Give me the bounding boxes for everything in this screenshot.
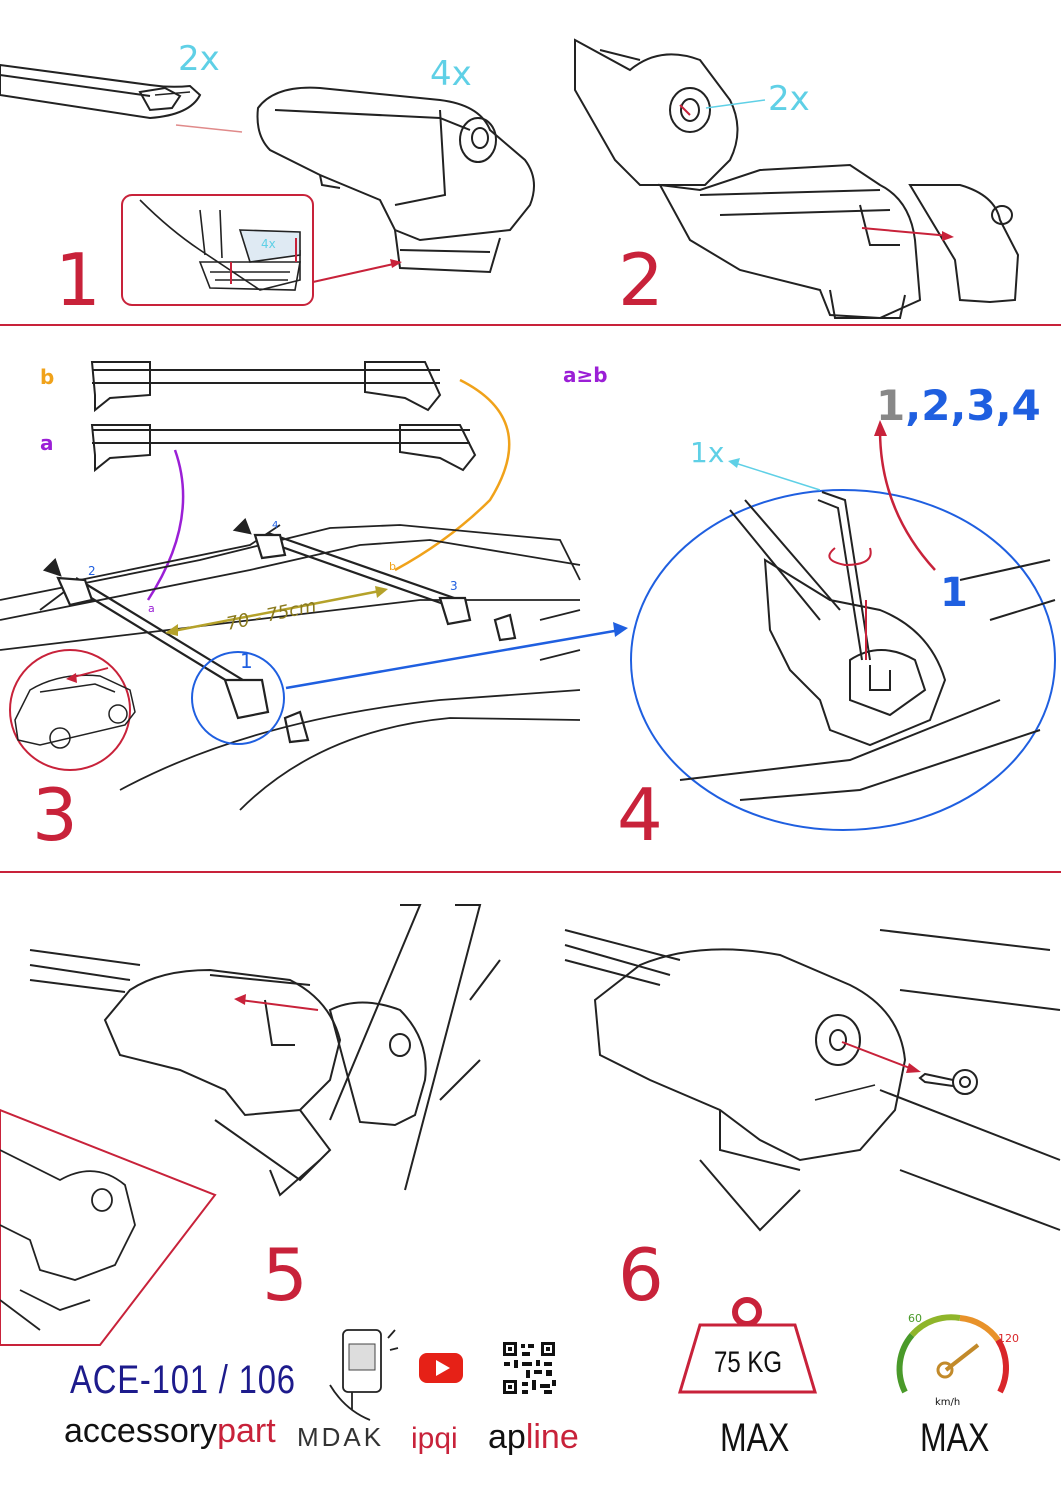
step1-bar-count: 2x bbox=[178, 39, 220, 79]
step3-foot-highlight bbox=[191, 651, 285, 745]
step3-foot-3: 3 bbox=[450, 579, 458, 593]
step4-sequence: 1,2,3,4 bbox=[876, 381, 1041, 430]
step2-illustration bbox=[574, 38, 1020, 320]
logo-apline-left: ap bbox=[488, 1418, 526, 1456]
logo-apline-right: line bbox=[526, 1418, 579, 1456]
step2-pull-arrow bbox=[861, 227, 951, 237]
step4-zoom-circle bbox=[630, 489, 1056, 831]
step-number-1: 1 bbox=[55, 238, 101, 322]
step-number-6: 6 bbox=[618, 1233, 664, 1317]
step4-sequence-rest: ,2,3,4 bbox=[905, 381, 1041, 430]
step2-cap-arrow bbox=[705, 99, 766, 109]
step-number-2: 2 bbox=[618, 238, 664, 322]
step2-cap-count: 2x bbox=[768, 79, 810, 119]
brand-accessorypart: accessorypart bbox=[64, 1412, 276, 1451]
speed-min: 60 bbox=[908, 1312, 922, 1325]
step4-key-pointer bbox=[734, 462, 821, 491]
step3-bar-a bbox=[90, 424, 477, 473]
step3-marker-b: b bbox=[389, 560, 396, 573]
step1-foot-illustration bbox=[256, 86, 535, 274]
weight-icon bbox=[677, 1297, 818, 1394]
speed-unit: km/h bbox=[935, 1397, 960, 1408]
step4-sequence-arrow bbox=[878, 429, 936, 571]
step3-car-thumbnail bbox=[9, 649, 136, 771]
step-number-5: 5 bbox=[262, 1233, 308, 1317]
step6-key-arrow bbox=[841, 1041, 916, 1071]
step3-zoom-arrow bbox=[285, 628, 621, 690]
brand-left: accessory bbox=[64, 1412, 218, 1450]
step5-detail-inset bbox=[0, 1108, 217, 1346]
step5-illustration bbox=[29, 904, 501, 1197]
step3-label-b: b bbox=[40, 365, 54, 389]
step3-foot-1: 1 bbox=[240, 649, 253, 673]
step-number-4: 4 bbox=[617, 773, 663, 857]
step1-detail-arrow bbox=[312, 262, 399, 283]
step1-detail-arrowhead bbox=[390, 259, 402, 268]
step5-slide-arrow bbox=[239, 999, 319, 1011]
step3-curve-a bbox=[146, 449, 185, 601]
speedometer-icon bbox=[896, 1314, 1009, 1394]
speed-max: 120 bbox=[998, 1332, 1019, 1345]
step3-foot-2: 2 bbox=[88, 564, 96, 578]
step3-roof-bars bbox=[42, 518, 517, 744]
step-number-3: 3 bbox=[32, 773, 78, 857]
qr-code-icon bbox=[501, 1340, 557, 1396]
step4-key-pointer-head bbox=[728, 458, 740, 468]
step5-slide-arrowhead bbox=[234, 994, 246, 1005]
step4-sequence-first: 1 bbox=[876, 381, 905, 430]
step3-distance: 70 - 75cm bbox=[225, 595, 319, 635]
weight-limit: 75 KG bbox=[714, 1344, 782, 1378]
step3-distance-arrowhead-left bbox=[165, 624, 178, 636]
speed-max-caption: MAX bbox=[920, 1416, 990, 1460]
step3-condition: a≥b bbox=[563, 363, 608, 387]
step3-zoom-arrowhead bbox=[613, 622, 628, 637]
weight-max-caption: MAX bbox=[720, 1416, 790, 1460]
step6-key-arrowhead bbox=[906, 1063, 921, 1073]
step2-key-arrow bbox=[679, 104, 691, 116]
step2-pull-arrowhead bbox=[942, 231, 954, 241]
step3-marker-a: a bbox=[148, 602, 155, 615]
step4-rotation-arrow bbox=[828, 547, 872, 567]
step1-foot-count: 4x bbox=[430, 54, 472, 94]
step3-distance-arrow bbox=[167, 588, 386, 634]
step4-sequence-arrowhead bbox=[874, 420, 887, 436]
brand-right: part bbox=[217, 1412, 276, 1450]
step3-distance-arrowhead-right bbox=[375, 586, 388, 598]
step3-car-roof bbox=[0, 524, 581, 811]
step1-detail-box: 4x bbox=[121, 194, 314, 306]
logo-apline: apline bbox=[488, 1418, 579, 1456]
step1-arrow bbox=[175, 124, 243, 133]
step1-pad-count: 4x bbox=[261, 237, 276, 251]
step1-bar-illustration bbox=[0, 63, 202, 120]
step3-bar-b bbox=[90, 361, 442, 413]
step3-curve-b bbox=[394, 378, 511, 572]
model-number: ACE-101 / 106 bbox=[70, 1358, 296, 1402]
youtube-icon bbox=[419, 1353, 463, 1383]
step4-allen-key bbox=[817, 491, 871, 661]
step4-start-foot: 1 bbox=[940, 570, 968, 616]
step3-foot-4: 4 bbox=[272, 520, 278, 531]
phone-scan-icon bbox=[329, 1329, 399, 1421]
step4-key-count: 1x bbox=[690, 436, 724, 469]
logo-mdak: MDAK bbox=[297, 1422, 384, 1452]
logo-ipqi: ipqi bbox=[411, 1422, 458, 1455]
step3-label-a: a bbox=[40, 431, 54, 455]
step6-illustration bbox=[564, 929, 1061, 1232]
